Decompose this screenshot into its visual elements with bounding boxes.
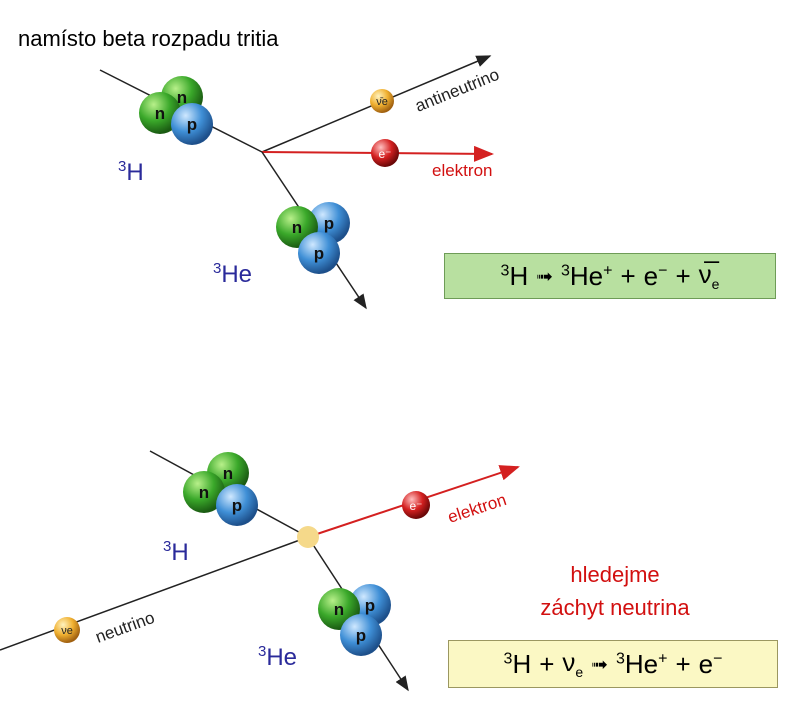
neutrino-track [0, 536, 309, 651]
electron-label-bottom: elektron [445, 490, 508, 527]
electron-symbol: e⁻ [409, 499, 422, 513]
tritium-nucleus-bottom: n n p [183, 452, 258, 526]
helium-nucleus-top: p n p [276, 202, 350, 274]
antineutrino-particle: ν̄e [370, 89, 394, 113]
proton-label: p [314, 244, 324, 263]
hint-line-2: záchyt neutrina [540, 595, 690, 620]
antineutrino-label: antineutrino [412, 65, 501, 116]
proton-label: p [232, 496, 242, 515]
neutron-label: n [334, 600, 344, 619]
neutron-label: n [292, 218, 302, 237]
neutrino-symbol: νe [61, 625, 73, 637]
page-title: namísto beta rozpadu tritia [18, 26, 279, 51]
tritium-nucleus-top: n n p [139, 76, 213, 145]
proton-label: p [324, 214, 334, 233]
helium-label-top: 3He [213, 260, 253, 288]
tritium-label-top: 3H [118, 158, 144, 186]
proton-label: p [365, 596, 375, 615]
helium-label-bottom: 3He [258, 643, 298, 671]
beta-decay-equation: 3H ➟ 3He+ + e− + ν̅e [444, 253, 776, 299]
proton-label: p [187, 115, 197, 134]
tritium-label-bottom: 3H [163, 538, 189, 566]
neutrino-particle: νe [54, 617, 80, 643]
neutron-label: n [199, 483, 209, 502]
neutron-label: n [155, 104, 165, 123]
electron-particle-top: e⁻ [371, 139, 399, 167]
antineutrino-symbol: ν̄e [376, 96, 388, 108]
neutrino-capture-equation: 3H + νe ➟ 3He+ + e− [448, 640, 778, 688]
interaction-vertex [297, 526, 319, 548]
neutrino-label: neutrino [93, 608, 157, 647]
proton-label: p [356, 626, 366, 645]
electron-particle-bottom: e⁻ [402, 491, 430, 519]
hint-line-1: hledejme [570, 562, 660, 587]
electron-label-top: elektron [432, 161, 493, 180]
neutron-label: n [177, 88, 187, 107]
helium-nucleus-bottom: p n p [318, 584, 391, 656]
electron-symbol: e⁻ [378, 147, 391, 161]
neutron-label: n [223, 464, 233, 483]
